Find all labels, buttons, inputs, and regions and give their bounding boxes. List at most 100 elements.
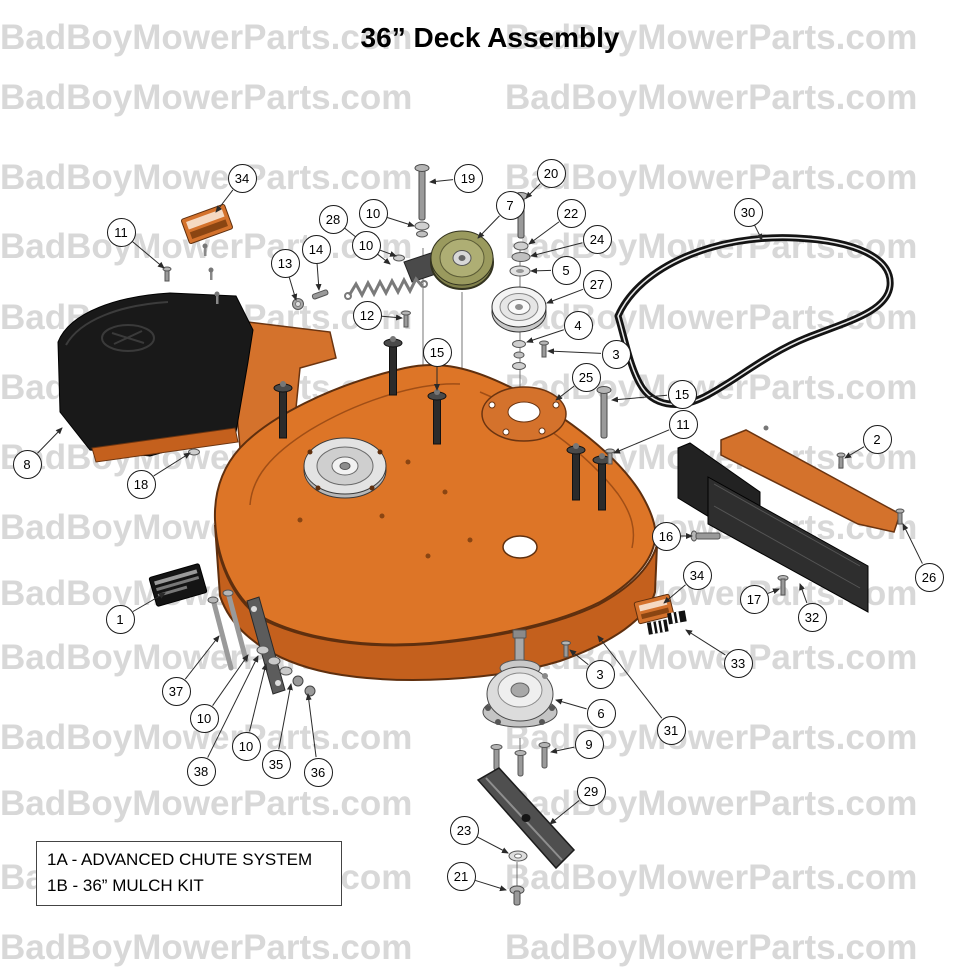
deck-shell [213, 336, 658, 681]
pin-14 [311, 289, 329, 300]
nut-13 [292, 298, 304, 310]
leader-line-1 [132, 592, 166, 612]
screw-11-left [162, 266, 172, 282]
screw-3b [561, 640, 571, 658]
reinforcement-ring-25 [481, 386, 567, 442]
blade [476, 767, 576, 906]
washer [513, 351, 525, 359]
washer-23 [508, 850, 528, 862]
leader-line-27 [546, 288, 584, 304]
leader-line-33 [685, 629, 726, 656]
leader-lines [37, 178, 923, 892]
leader-line-6 [555, 698, 587, 710]
decal-1 [148, 563, 208, 607]
washer-22 [513, 241, 529, 251]
watermark-text: BadBoyMowerParts.com [0, 784, 413, 823]
leader-line-24 [530, 242, 583, 258]
leader-line-10 [387, 217, 415, 228]
leader-line-12 [381, 314, 403, 321]
top-hardware [162, 164, 615, 465]
badboy-logo-icon [101, 324, 155, 352]
idler-pulley-7 [430, 230, 494, 290]
watermark-text: BadBoyMowerParts.com [0, 158, 413, 197]
leader-line-10 [212, 654, 249, 706]
leader-line-23 [477, 836, 509, 854]
watermark-text: BadBoyMowerParts.com [0, 78, 413, 117]
stickers [148, 203, 687, 635]
baffle-plate-32 [707, 476, 869, 613]
washer-24 [511, 252, 531, 262]
bolt-15 [596, 386, 612, 439]
leader-line-10 [379, 249, 397, 257]
leader-line-7 [477, 215, 500, 239]
small-bolts [202, 243, 220, 304]
watermark-text: BadBoyMowerParts.com [505, 18, 918, 57]
watermark-text: BadBoyMowerParts.com [0, 18, 413, 57]
leader-line-34 [215, 189, 234, 213]
leader-line-21 [475, 879, 507, 892]
pulley-27 [491, 286, 547, 333]
spring-28 [344, 276, 428, 300]
leader-line-25 [555, 385, 575, 401]
deck-hangers [273, 336, 612, 511]
washer-18 [188, 448, 200, 456]
leader-line-5 [530, 267, 552, 274]
leader-line-28 [344, 227, 391, 265]
leader-line-17 [767, 588, 780, 595]
leader-line-11 [132, 241, 165, 269]
watermark-text: BadBoyMowerParts.com [0, 928, 413, 967]
leader-line-4 [526, 329, 564, 343]
leader-line-30 [754, 225, 763, 241]
bolt-21 [509, 885, 525, 906]
deck-hole [502, 535, 538, 559]
side-baffles [677, 425, 905, 613]
leader-line-31 [597, 635, 663, 719]
page-title: 36” Deck Assembly [360, 22, 620, 53]
legend-box: 1A - ADVANCED CHUTE SYSTEM 1B - 36” MULC… [36, 841, 342, 906]
washer-4 [512, 340, 526, 348]
washer-10 [414, 221, 430, 231]
deck-pulley [303, 437, 387, 499]
drive-belt [614, 234, 894, 408]
watermark-text: BadBoyMowerParts.com [505, 858, 918, 897]
spindle-assembly [482, 629, 571, 777]
decal-34 [181, 203, 233, 245]
leader-line-32 [799, 583, 808, 604]
legend-line-1a: 1A - ADVANCED CHUTE SYSTEM [47, 850, 313, 869]
screw-3 [539, 340, 549, 358]
leader-line-14 [315, 263, 322, 291]
leader-line-3 [569, 649, 589, 666]
leader-line-20 [525, 183, 541, 199]
screw-12 [401, 310, 411, 328]
washer-5 [509, 265, 531, 277]
leader-line-35 [278, 683, 293, 750]
watermark-text: BadBoyMowerParts.com [505, 78, 918, 117]
leader-line-26 [902, 523, 923, 564]
leader-line-38 [207, 655, 259, 758]
bolt-16 [690, 530, 721, 542]
leader-line-11 [613, 429, 670, 454]
leader-line-18 [153, 452, 191, 477]
leader-line-13 [288, 277, 298, 301]
watermark-text: BadBoyMowerParts.com [505, 718, 918, 757]
leader-line-34 [663, 584, 686, 604]
leader-line-36 [305, 693, 317, 758]
decal-33 [646, 619, 669, 635]
washer-10 [416, 230, 428, 238]
screw-2 [836, 452, 846, 469]
decal-33b [667, 610, 687, 625]
screw-26 [895, 508, 905, 525]
deck-rivets [297, 459, 473, 559]
leader-line-19 [429, 178, 454, 185]
leader-line-15 [611, 394, 668, 403]
leader-line-2 [844, 446, 865, 459]
baffle-rail-2 [720, 429, 901, 533]
washer [512, 362, 526, 370]
leader-line-29 [549, 800, 580, 825]
watermark-text: BadBoyMowerParts.com [505, 928, 918, 967]
bolt-17 [777, 575, 789, 596]
bolt-20 [513, 192, 529, 239]
bracket-bar [246, 596, 286, 695]
